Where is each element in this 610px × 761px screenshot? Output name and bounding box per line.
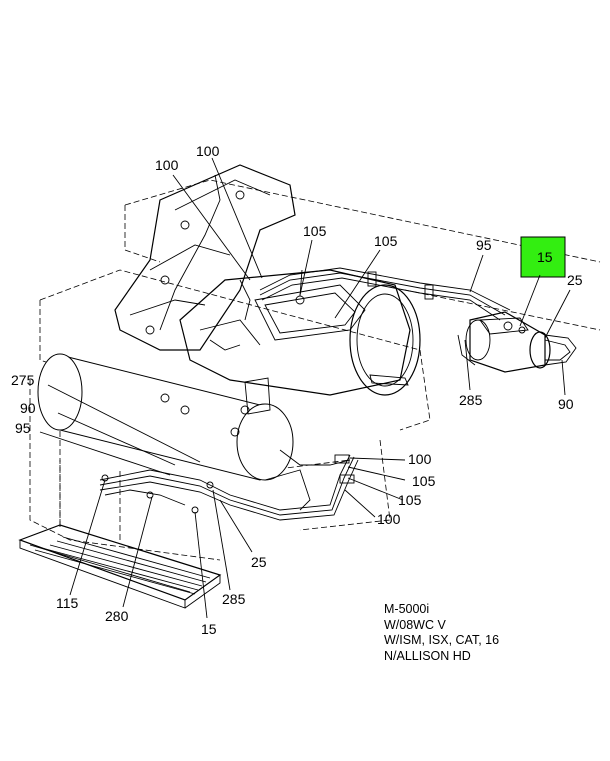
transmission: [179, 269, 421, 396]
wire-harness: [239, 267, 511, 321]
highlight-box: [520, 236, 566, 278]
caption-config: W/08WC V: [384, 617, 446, 632]
callout-15-highlighted: 15: [537, 249, 553, 265]
caption-transmission: N/ALLISON HD: [384, 648, 471, 663]
caption-engines: W/ISM, ISX, CAT, 16: [384, 633, 500, 647]
caption-model: M-5000i: [384, 602, 430, 616]
callout-15: 15: [201, 621, 217, 637]
callout-100: 100: [408, 451, 432, 467]
callout-25: 25: [251, 554, 267, 570]
starter-motor: [457, 311, 577, 373]
callout-95: 95: [476, 237, 492, 253]
callout-105: 105: [412, 473, 436, 489]
callout-105: 105: [398, 492, 422, 508]
callout-285: 285: [222, 591, 246, 607]
callout-100: 100: [377, 511, 401, 527]
step-grating: [18, 460, 222, 609]
callout-280: 280: [105, 608, 129, 624]
callout-105: 105: [303, 223, 327, 239]
leader-lines: [39, 157, 571, 619]
callout-95: 95: [15, 420, 31, 436]
callout-100: 100: [155, 157, 179, 173]
callout-115: 115: [56, 595, 79, 611]
callout-275: 275: [11, 372, 35, 388]
callout-100: 100: [196, 143, 220, 159]
callout-90: 90: [20, 400, 36, 416]
tank: [37, 353, 311, 511]
callout-25: 25: [567, 272, 583, 288]
callout-90: 90: [558, 396, 574, 412]
lower-harness: [99, 449, 359, 521]
callout-285: 285: [459, 392, 483, 408]
caption-block: M-5000i W/08WC V W/ISM, ISX, CAT, 16 N/A…: [384, 602, 499, 664]
crossmember-bracket: [114, 164, 296, 351]
callout-105: 105: [374, 233, 398, 249]
